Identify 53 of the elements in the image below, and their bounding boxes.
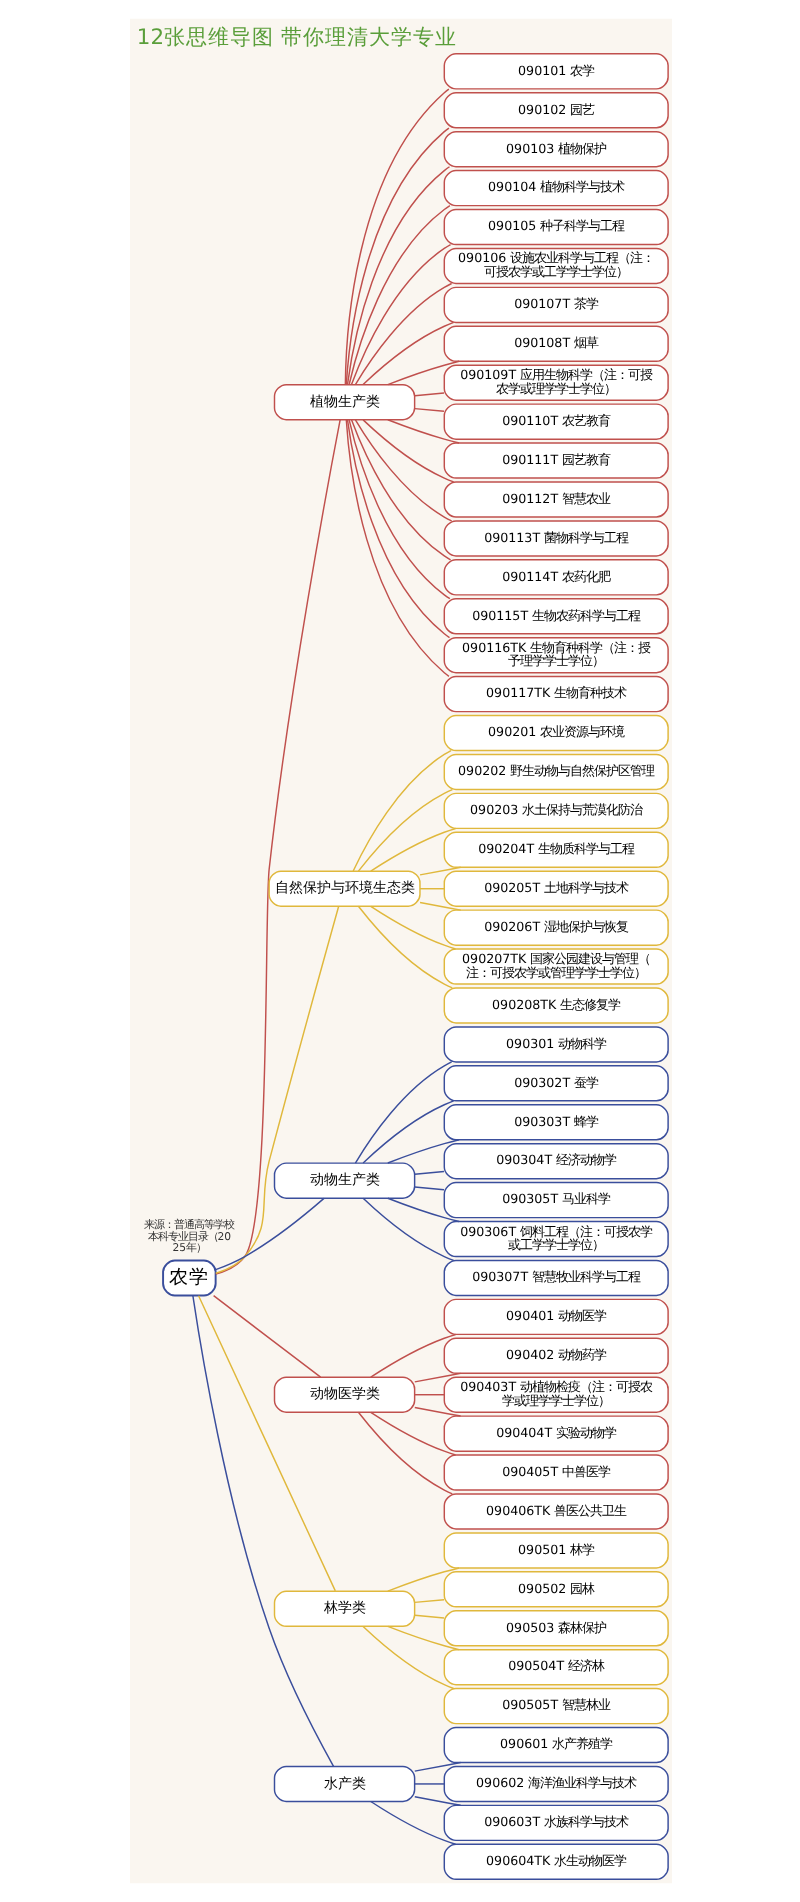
- connector: [418, 866, 461, 876]
- connector: [213, 1197, 324, 1271]
- connector: [386, 1197, 459, 1223]
- connector: [413, 1614, 444, 1619]
- connector: [369, 1333, 456, 1378]
- connector: [356, 905, 453, 989]
- connector: [413, 392, 444, 397]
- connector: [413, 1170, 444, 1175]
- connector: [413, 1372, 461, 1383]
- connector: [347, 419, 450, 600]
- connector: [418, 901, 461, 911]
- connector: [386, 1139, 459, 1164]
- connector: [386, 360, 459, 386]
- connector: [196, 1295, 336, 1592]
- connector: [369, 1411, 456, 1456]
- node-box: 农学: [161, 1259, 216, 1297]
- connector: [361, 321, 454, 386]
- connector: [191, 1295, 334, 1767]
- connector: [413, 1394, 444, 1396]
- connector: [413, 1761, 461, 1772]
- connector: [413, 1796, 461, 1807]
- connector: [369, 827, 456, 872]
- connector: [413, 1406, 461, 1417]
- connector: [344, 419, 449, 678]
- connector: [386, 419, 459, 444]
- connector: [361, 419, 454, 483]
- connector: [211, 1294, 321, 1378]
- connector: [386, 1625, 459, 1651]
- connector: [413, 1186, 444, 1191]
- connector: [345, 418, 450, 639]
- connector: [413, 407, 444, 413]
- connector: [369, 1800, 456, 1845]
- connector: [353, 1061, 452, 1164]
- connector: [413, 1783, 444, 1785]
- connector: [361, 1625, 454, 1690]
- connector: [369, 905, 456, 950]
- connector: [349, 243, 451, 386]
- connector: [351, 749, 451, 872]
- diagram-title: 12张思维导图 带你理清大学专业: [135, 23, 456, 50]
- connector: [356, 1411, 453, 1495]
- connector: [353, 282, 452, 386]
- connector: [345, 166, 450, 386]
- connector: [214, 905, 339, 1274]
- connector: [418, 888, 444, 890]
- connector: [353, 419, 452, 522]
- connector: [413, 1598, 444, 1604]
- connector: [361, 1100, 454, 1164]
- connector: [347, 204, 450, 386]
- connector: [386, 1567, 459, 1592]
- connector: [361, 1197, 454, 1262]
- connector: [356, 788, 453, 872]
- connector: [349, 419, 451, 561]
- connector: [214, 419, 340, 1275]
